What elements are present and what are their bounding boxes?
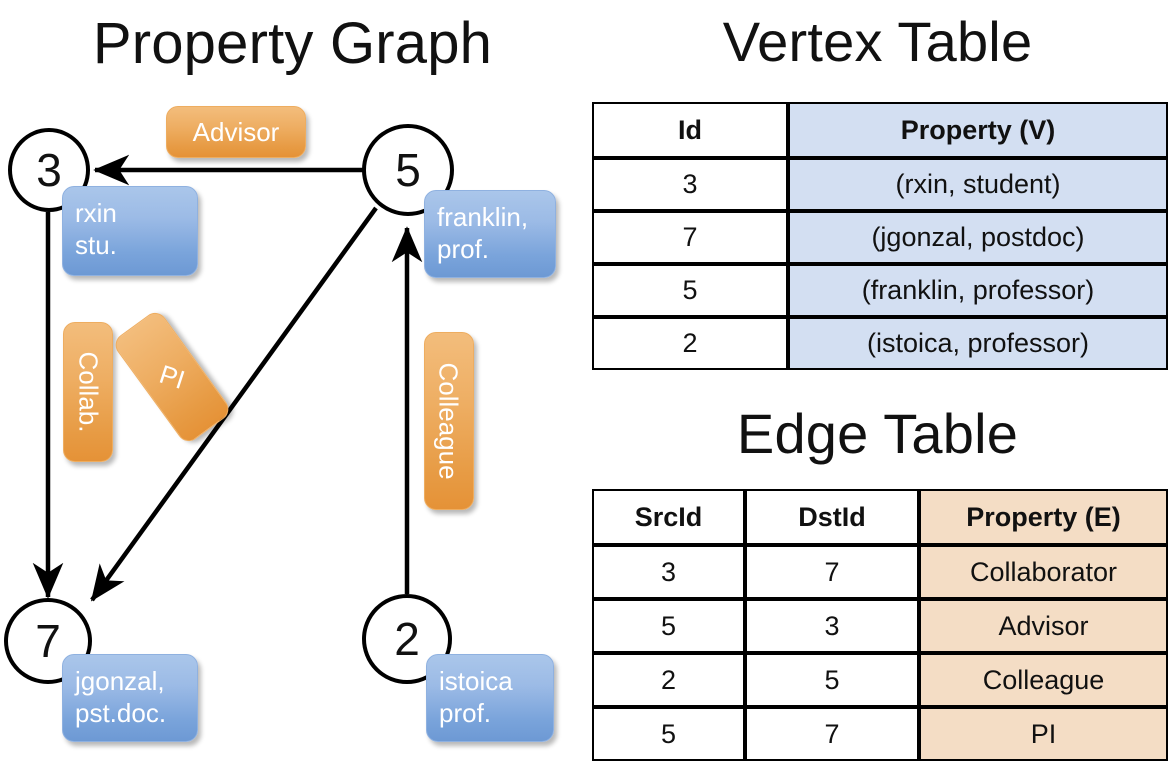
edge-property-callout-colleague: Colleague	[424, 332, 474, 510]
callout-7-line-1: jgonzal,	[75, 666, 165, 696]
edge-table-header-property: Property (E)	[919, 489, 1168, 545]
edge-property-callout-collab: Collab.	[63, 322, 113, 462]
edge-table-cell-property-3: PI	[919, 707, 1168, 761]
vertex-table-cell-property-3: (istoica, professor)	[788, 317, 1168, 370]
graph-node-7-label: 7	[35, 615, 61, 667]
edge-label-collab: Collab.	[73, 351, 103, 433]
graph-node-5[interactable]: 5	[362, 124, 454, 216]
vertex-table-cell-property-0: (rxin, student)	[788, 158, 1168, 211]
vertex-table-cell-id-1: 7	[592, 211, 788, 264]
edge-label-advisor: Advisor	[192, 117, 280, 147]
edge-table-header-srcid: SrcId	[592, 489, 745, 545]
edge-table-cell-src-3: 5	[592, 707, 745, 761]
edge-5-to-7-pi	[90, 206, 378, 602]
vertex-table-cell-id-0: 3	[592, 158, 788, 211]
edge-table-header-dstid: DstId	[745, 489, 919, 545]
edge-table-cell-src-1: 5	[592, 599, 745, 653]
vertex-property-callout-5: franklin, prof.	[424, 190, 556, 278]
edge-table-cell-property-0: Collaborator	[919, 545, 1168, 599]
vertex-table-cell-property-2: (franklin, professor)	[788, 264, 1168, 317]
edge-table-cell-property-1: Advisor	[919, 599, 1168, 653]
vertex-property-callout-2: istoica prof.	[426, 654, 554, 742]
edge-table-cell-dst-3: 7	[745, 707, 919, 761]
callout-3-line-1: rxin	[75, 198, 117, 228]
edge-label-pi: PI	[155, 358, 189, 396]
edge-table-cell-property-2: Colleague	[919, 653, 1168, 707]
callout-2-line-1: istoica	[439, 666, 513, 696]
vertex-property-callout-3: rxin stu.	[62, 186, 198, 276]
graph-node-2-label: 2	[394, 613, 420, 665]
edge-label-colleague: Colleague	[434, 362, 464, 480]
vertex-table-cell-property-1: (jgonzal, postdoc)	[788, 211, 1168, 264]
page-title-property-graph: Property Graph	[92, 11, 493, 76]
edge-table-cell-dst-1: 3	[745, 599, 919, 653]
callout-5-line-2: prof.	[437, 234, 490, 264]
vertex-table-header-id: Id	[592, 102, 788, 158]
graph-node-3-label: 3	[36, 144, 62, 196]
callout-3-line-2: stu.	[75, 230, 117, 260]
vertex-table-cell-id-3: 2	[592, 317, 788, 370]
vertex-property-callout-7: jgonzal, pst.doc.	[62, 654, 198, 742]
page-title-edge-table: Edge Table	[736, 402, 1019, 465]
graph-edges-svg	[32, 154, 423, 602]
edge-table-cell-src-0: 3	[592, 545, 745, 599]
edge-table-cell-dst-2: 5	[745, 653, 919, 707]
edge-table-cell-dst-0: 7	[745, 545, 919, 599]
edge-table: SrcId DstId Property (E) 3 7 Collaborato…	[592, 489, 1168, 761]
property-graph-diagram: 3 5 7 2 rxin stu. franklin, prof. jgonza…	[0, 0, 585, 760]
edge-property-callout-advisor: Advisor	[166, 106, 306, 158]
vertex-table: Id Property (V) 3 (rxin, student) 7 (jgo…	[592, 102, 1168, 370]
graph-node-2[interactable]: 2	[362, 594, 452, 684]
edge-table-cell-src-2: 2	[592, 653, 745, 707]
vertex-table-header-property: Property (V)	[788, 102, 1168, 158]
graph-node-5-label: 5	[395, 144, 421, 196]
page-title-vertex-table: Vertex Table	[722, 10, 1033, 73]
callout-2-line-2: prof.	[439, 698, 492, 728]
callout-7-line-2: pst.doc.	[75, 698, 167, 728]
vertex-table-cell-id-2: 5	[592, 264, 788, 317]
callout-5-line-1: franklin,	[437, 202, 529, 232]
